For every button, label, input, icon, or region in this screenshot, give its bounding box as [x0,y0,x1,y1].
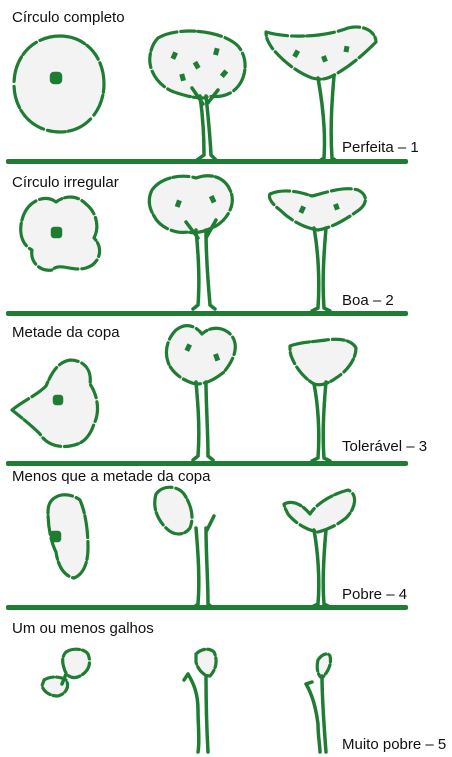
row-4-heading: Menos que a metade da copa [12,468,210,486]
row-5-heading: Um ou menos galhos [12,620,154,638]
row-3-heading: Metade da copa [12,324,120,342]
crown-top-view-icon [14,36,104,132]
crown-top-view-icon [48,495,88,578]
row-1-heading: Círculo completo [12,9,125,27]
crown-top-view-icon [42,649,90,696]
row-1-rank-label: Perfeita – 1 [342,139,419,157]
row-4-rank-label: Pobre – 4 [342,586,407,604]
tree-front-view-icon [166,326,235,460]
tree-front-view-icon [150,31,245,160]
ground-line-3 [6,461,408,466]
tree-front-view-icon [149,176,232,309]
row-5-drawings [42,649,331,752]
row-3-rank-label: Tolerável – 3 [342,438,427,456]
row-2-rank-label: Boa – 2 [342,292,394,310]
crown-top-view-icon [21,197,100,270]
ground-line-4 [6,605,408,610]
ground-line-1 [6,159,408,164]
tree-vase-shape-icon [306,654,331,752]
crown-top-view-icon [12,360,97,447]
row-5-rank-label: Muito pobre – 5 [342,736,446,754]
row-2-heading: Círculo irregular [12,174,119,192]
tree-front-view-icon [155,487,214,608]
tree-front-view-icon [184,649,216,752]
ground-line-2 [6,311,408,316]
